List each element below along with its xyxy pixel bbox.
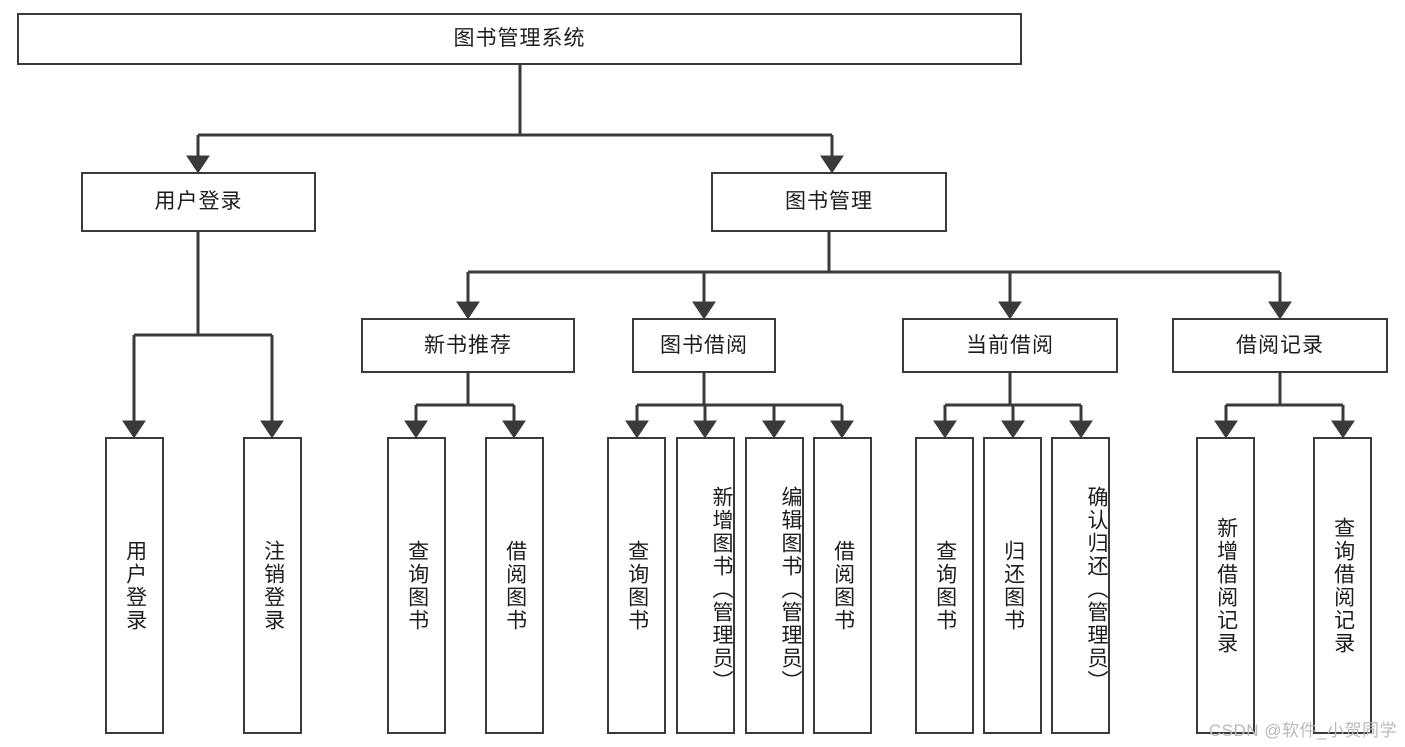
leaf-current-confirm-return-admin[interactable]: 确认归还（管理员） [1051,437,1110,734]
leaf-record-query-record[interactable]: 查询借阅记录 [1313,437,1372,734]
leaf-borrow-add-book-admin[interactable]: 新增图书（管理员） [676,437,735,734]
node-user-login[interactable]: 用户登录 [81,172,316,232]
leaf-current-query-book[interactable]: 查询图书 [915,437,974,734]
leaf-current-return-book[interactable]: 归还图书 [983,437,1042,734]
csdn-watermark: CSDN @软件_小贺同学 [1208,721,1397,740]
node-current-borrow[interactable]: 当前借阅 [902,318,1118,373]
node-root-system[interactable]: 图书管理系统 [17,13,1022,65]
leaf-user-login-login[interactable]: 用户登录 [105,437,164,734]
leaf-user-login-logout[interactable]: 注销登录 [243,437,302,734]
node-book-borrow[interactable]: 图书借阅 [632,318,776,373]
node-borrow-record[interactable]: 借阅记录 [1172,318,1388,373]
leaf-record-add-record[interactable]: 新增借阅记录 [1196,437,1255,734]
leaf-borrow-edit-book-admin[interactable]: 编辑图书（管理员） [745,437,804,734]
node-book-management[interactable]: 图书管理 [711,172,947,232]
leaf-new-book-borrow[interactable]: 借阅图书 [485,437,544,734]
node-new-book-recommend[interactable]: 新书推荐 [361,318,575,373]
leaf-new-book-query[interactable]: 查询图书 [387,437,446,734]
leaf-borrow-borrow-book[interactable]: 借阅图书 [813,437,872,734]
leaf-borrow-query-book[interactable]: 查询图书 [607,437,666,734]
